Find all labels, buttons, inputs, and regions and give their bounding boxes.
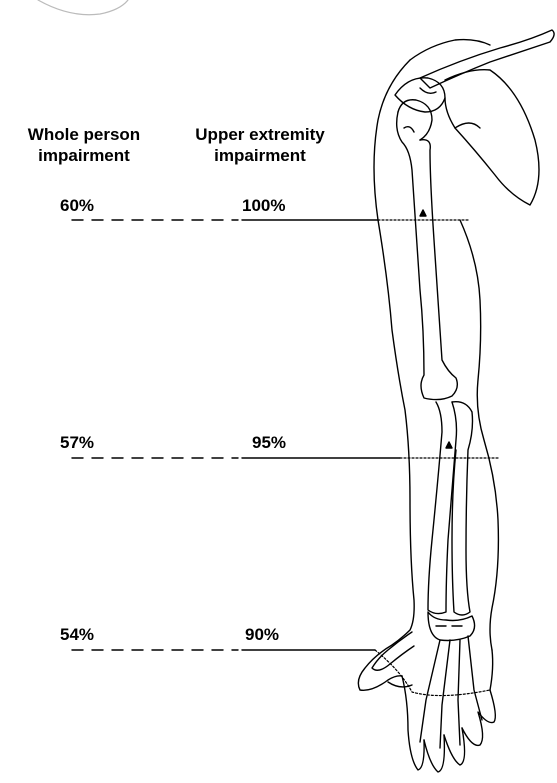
level1-marker: [420, 210, 426, 216]
level-lines: [72, 220, 500, 650]
arm-outline: [358, 40, 498, 772]
forearm-bones: [428, 402, 473, 615]
corner-circle-outline: [38, 0, 128, 15]
shoulder-bones: [395, 30, 554, 205]
humerus-bone: [397, 100, 458, 400]
